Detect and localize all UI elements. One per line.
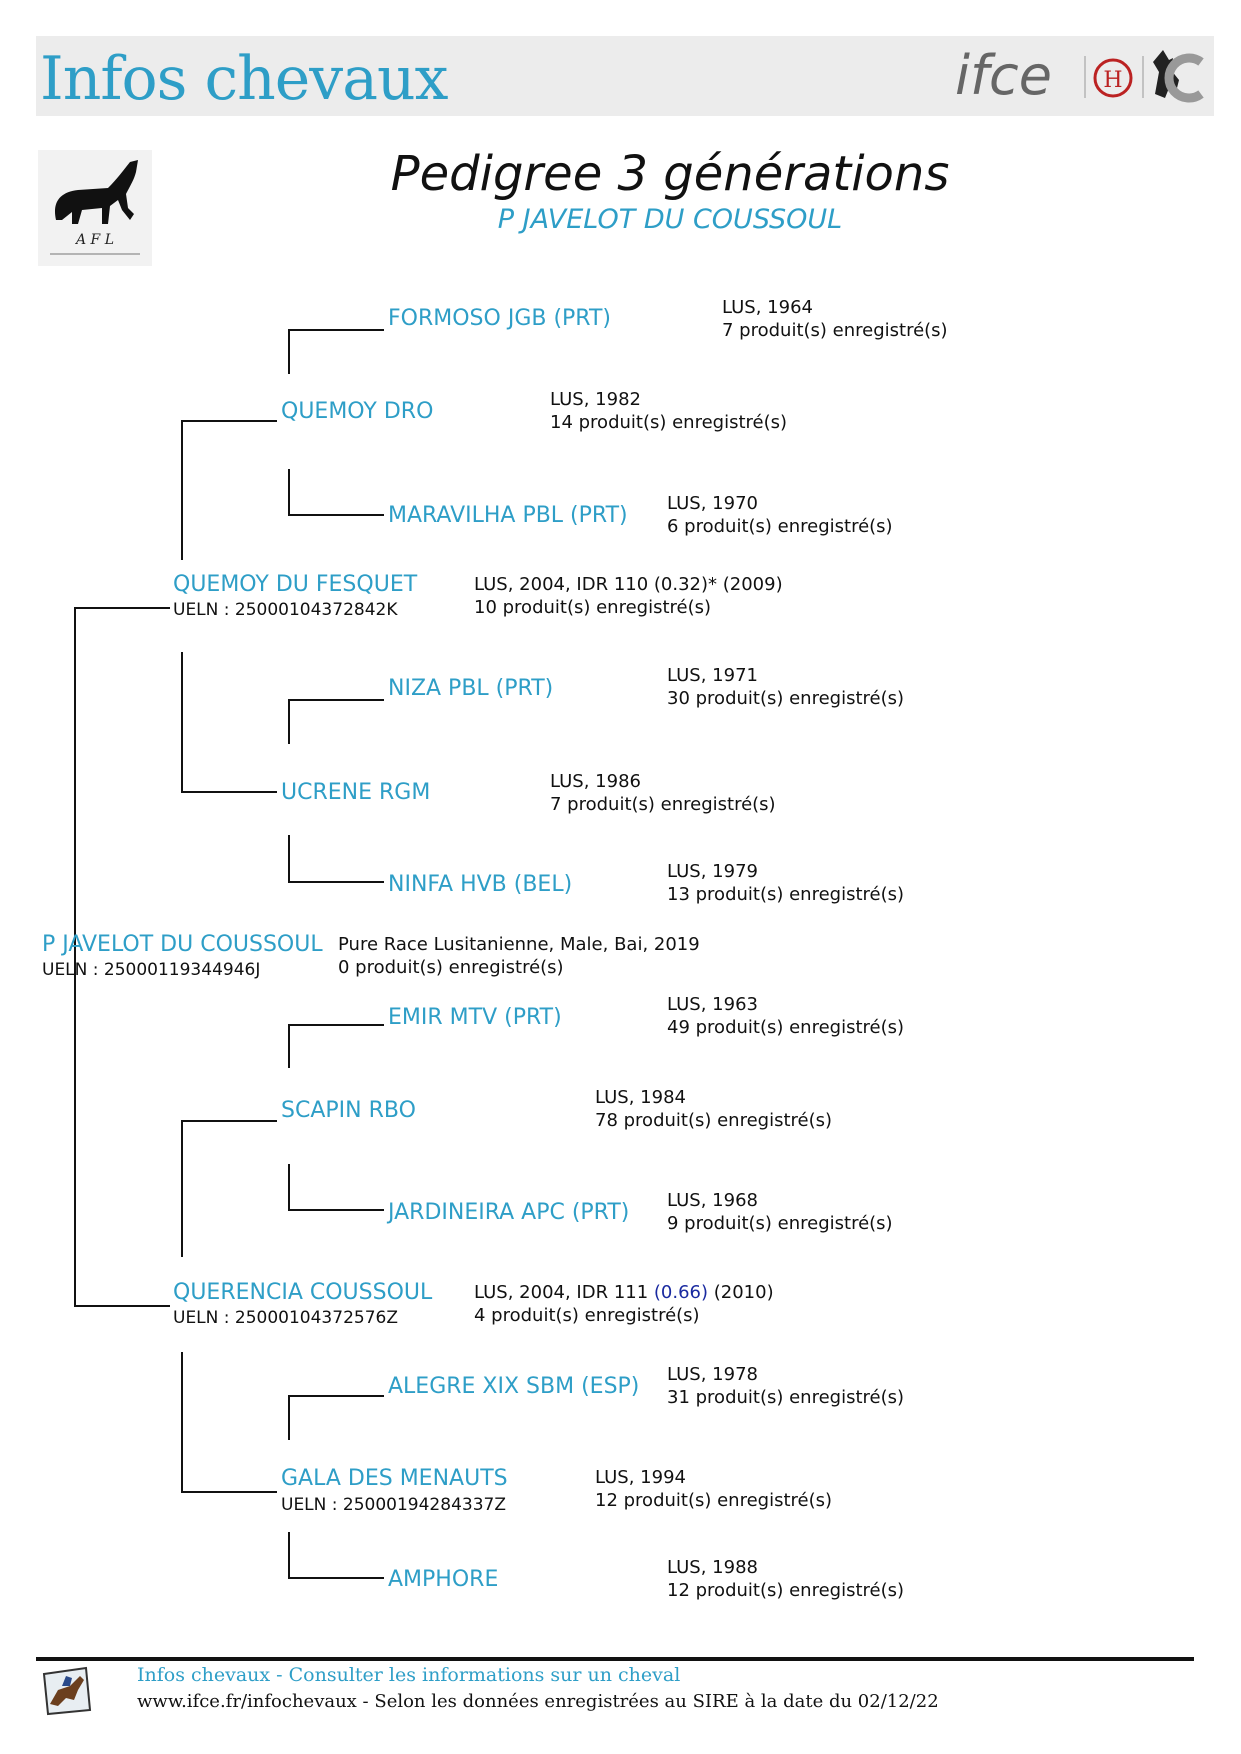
connector-line xyxy=(288,1209,384,1211)
haras-seal-icon xyxy=(1093,58,1133,98)
connector-line xyxy=(288,1577,384,1579)
sire-info: LUS, 2004, IDR 110 (0.32)* (2009)10 prod… xyxy=(474,574,783,618)
connector-line xyxy=(288,881,384,883)
gen3-name[interactable]: ALEGRE XIX SBM (ESP) xyxy=(388,1374,640,1399)
connector-line xyxy=(74,607,170,609)
dam-ueln: UELN : 25000104372576Z xyxy=(173,1308,398,1328)
connector-line xyxy=(74,607,76,1307)
document-title: Pedigree 3 générations xyxy=(390,146,950,202)
horse-jumping-icon xyxy=(42,1666,92,1716)
idr-index-value: (0.66) xyxy=(653,1282,709,1303)
subject-ueln: UELN : 25000119344946J xyxy=(42,960,261,980)
connector-line xyxy=(288,469,290,515)
gen3-name[interactable]: NINFA HVB (BEL) xyxy=(388,872,573,897)
connector-line xyxy=(288,699,290,744)
connector-line xyxy=(288,1164,290,1210)
gen2-name[interactable]: QUEMOY DRO xyxy=(281,399,434,424)
connector-line xyxy=(181,1352,183,1492)
connector-line xyxy=(288,1395,290,1440)
footer-line-1[interactable]: Infos chevaux - Consulter les informatio… xyxy=(137,1664,681,1686)
svg-text:H: H xyxy=(1103,68,1122,93)
connector-line xyxy=(181,420,183,560)
connector-line xyxy=(288,1024,290,1068)
connector-line xyxy=(288,1024,384,1026)
connector-line xyxy=(288,699,384,701)
connector-line xyxy=(288,835,290,882)
gen3-name[interactable]: MARAVILHA PBL (PRT) xyxy=(388,503,628,528)
connector-line xyxy=(288,514,384,516)
connector-line xyxy=(288,329,290,374)
connector-line xyxy=(74,1305,170,1307)
footer-line-2: www.ifce.fr/infochevaux - Selon les donn… xyxy=(137,1691,939,1712)
connector-line xyxy=(288,329,384,331)
gen3-name[interactable]: FORMOSO JGB (PRT) xyxy=(388,306,612,331)
subject-name[interactable]: P JAVELOT DU COUSSOUL xyxy=(42,932,323,957)
connector-line xyxy=(181,1120,277,1122)
connector-line xyxy=(288,1395,384,1397)
gen3-name[interactable]: AMPHORE xyxy=(388,1567,499,1592)
gen2-name[interactable]: SCAPIN RBO xyxy=(281,1098,416,1123)
connector-line xyxy=(181,420,277,422)
horse-name-subtitle: P JAVELOT DU COUSSOUL xyxy=(497,204,843,235)
connector-line xyxy=(181,1491,277,1493)
ifce-logo: ifce H xyxy=(955,44,1204,107)
gen3-name[interactable]: EMIR MTV (PRT) xyxy=(388,1005,562,1030)
connector-line xyxy=(288,1532,290,1578)
gen2-name[interactable]: GALA DES MENAUTS xyxy=(281,1466,508,1491)
afl-logo-text: A F L xyxy=(74,232,114,248)
gen3-name[interactable]: NIZA PBL (PRT) xyxy=(388,676,554,701)
gen2-ueln: UELN : 25000194284337Z xyxy=(281,1495,506,1515)
dam-info: LUS, 2004, IDR 111 (0.66) (2010) 4 produ… xyxy=(474,1282,774,1326)
connector-line xyxy=(181,791,277,793)
afl-logo: A F L xyxy=(38,150,152,266)
site-title: Infos chevaux xyxy=(40,44,448,114)
gen3-name[interactable]: JARDINEIRA APC (PRT) xyxy=(388,1200,630,1225)
sire-ueln: UELN : 25000104372842K xyxy=(173,600,398,620)
ifce-logo-text: ifce xyxy=(955,44,1052,107)
footer-rule xyxy=(36,1657,1194,1661)
sire-name[interactable]: QUEMOY DU FESQUET xyxy=(173,572,418,597)
dam-name[interactable]: QUERENCIA COUSSOUL xyxy=(173,1280,433,1305)
gen2-name[interactable]: UCRENE RGM xyxy=(281,780,431,805)
connector-line xyxy=(181,1120,183,1257)
horse-silhouette-icon xyxy=(54,160,138,224)
connector-line xyxy=(181,652,183,792)
header-bar xyxy=(36,36,1214,116)
